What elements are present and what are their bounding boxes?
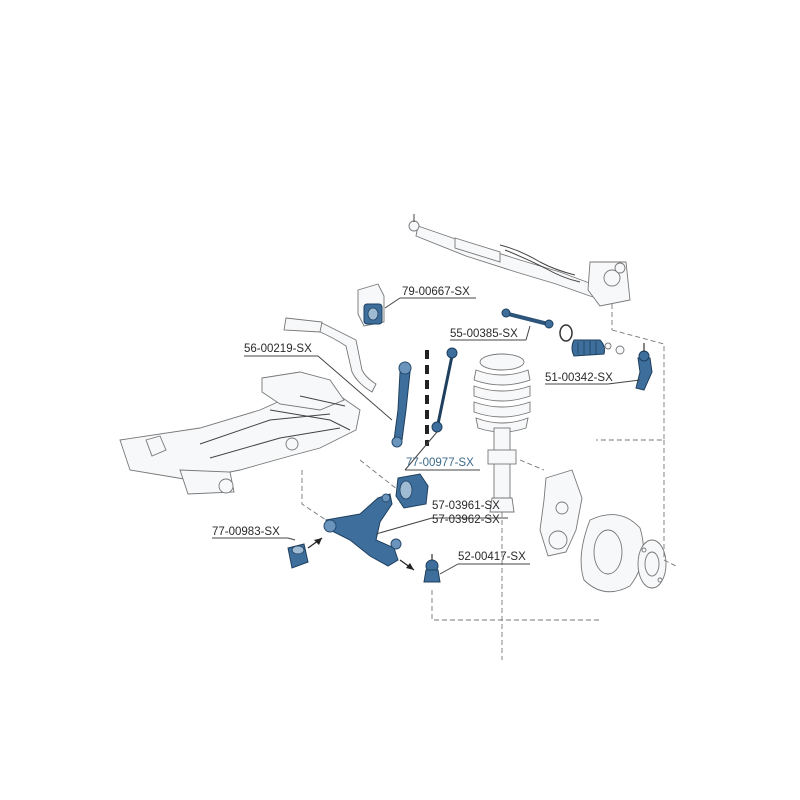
- label-stabilizer-link-left: 56-00219-SX: [244, 343, 312, 355]
- label-control-arm-2: 57-03962-SX: [432, 514, 500, 526]
- label-arm-bushing: 77-00983-SX: [212, 526, 280, 538]
- inner-tie-rod: [501, 308, 554, 329]
- subframe: [119, 371, 361, 495]
- stabilizer-bar: [283, 317, 377, 393]
- stabilizer-link-right: [431, 347, 458, 433]
- steering-knuckle: [539, 469, 583, 557]
- label-control-arm-1: 57-03961-SX: [432, 500, 500, 512]
- ball-joint: [423, 554, 441, 583]
- label-outer-tie-rod: 51-00342-SX: [545, 372, 613, 384]
- tie-rod-boot: [571, 339, 625, 357]
- label-inner-tie-rod: 55-00385-SX: [450, 328, 518, 340]
- brake-disc-shield: [580, 514, 644, 593]
- stabilizer-bushing: [357, 283, 385, 327]
- stabilizer-link-left: [391, 361, 412, 448]
- arm-bushing-front: [395, 473, 429, 509]
- label-ball-joint: 52-00417-SX: [458, 551, 526, 563]
- ring-seal: [559, 324, 573, 342]
- strut-assembly: [473, 353, 531, 513]
- lower-control-arm: [323, 493, 402, 567]
- steering-rack: [408, 214, 631, 307]
- outer-tie-rod: [635, 343, 653, 391]
- label-stabilizer-link-right: 77-00977-SX: [406, 457, 474, 469]
- label-stabilizer-bushing: 79-00667-SX: [402, 286, 470, 298]
- arm-bushing-rear: [287, 543, 309, 569]
- wheel-hub: [637, 539, 667, 589]
